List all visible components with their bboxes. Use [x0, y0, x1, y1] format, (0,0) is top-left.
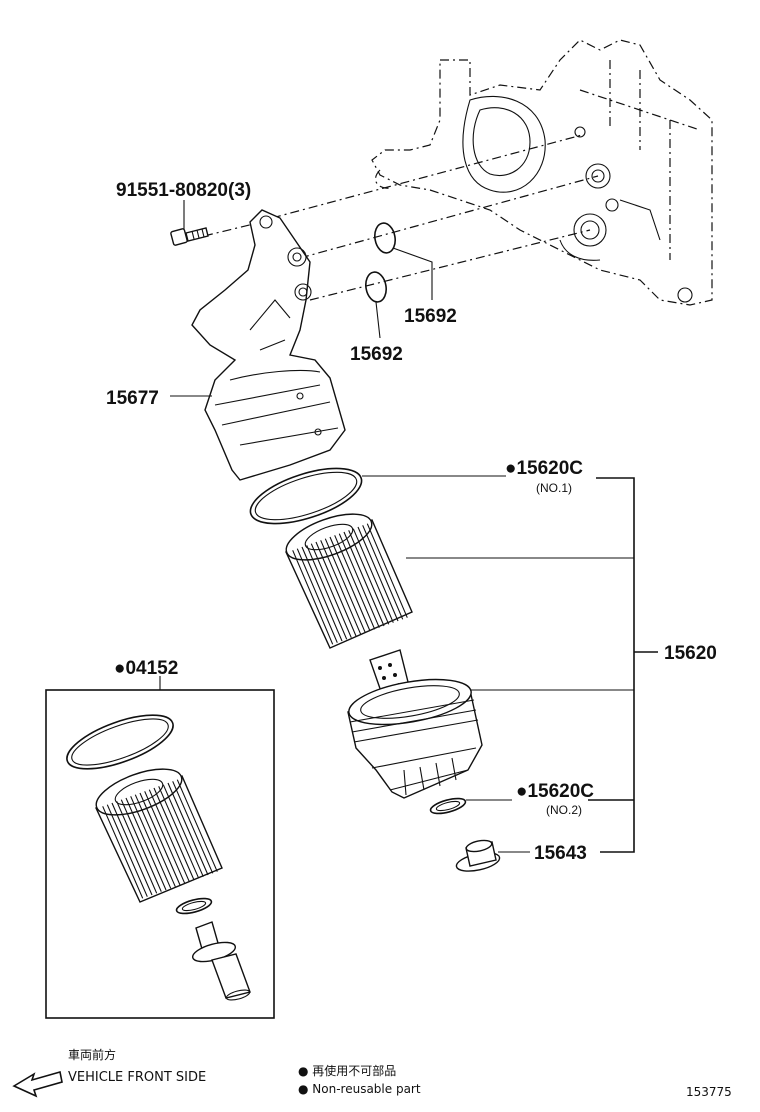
label-gasket-no2-sub: (NO.2) — [546, 803, 582, 817]
figure-id: 153775 — [686, 1085, 732, 1099]
label-gasket-no1: ●15620C — [505, 458, 583, 479]
label-element-kit: ●04152 — [114, 658, 178, 679]
gasket-no1 — [249, 467, 363, 525]
vehicle-front-arrow-icon — [12, 1070, 63, 1098]
part-labels: 91551-80820(3) 15692 15692 15677 ●15620C… — [106, 180, 717, 864]
gasket-no2 — [429, 797, 467, 815]
legend-jp: ● 再使用不可部品 — [298, 1063, 396, 1078]
leader-lines — [159, 200, 658, 853]
bolt-part — [170, 227, 209, 246]
label-oring-lower: 15692 — [350, 344, 403, 365]
label-gasket-no2: ●15620C — [516, 781, 594, 802]
label-assembly: 15620 — [664, 643, 717, 664]
label-gasket-no1-sub: (NO.1) — [536, 481, 572, 495]
drain-plug — [455, 839, 501, 872]
direction-en: VEHICLE FRONT SIDE — [68, 1070, 206, 1085]
direction-jp: 車両前方 — [68, 1047, 116, 1062]
label-drain-plug: 15643 — [534, 843, 587, 864]
engine-block-outline — [371, 39, 713, 306]
filter-bracket — [191, 209, 346, 481]
filter-element — [285, 513, 413, 649]
label-bolt: 91551-80820(3) — [116, 180, 251, 201]
o-rings — [365, 222, 396, 303]
footer: 車両前方 VEHICLE FRONT SIDE ● 再使用不可部品 ● Non-… — [12, 1047, 732, 1099]
element-kit-box — [45, 689, 275, 1019]
filter-cap — [347, 649, 483, 799]
alignment-lines — [203, 134, 599, 301]
label-bracket: 15677 — [106, 388, 159, 409]
label-oring-upper: 15692 — [404, 306, 457, 327]
legend-en: ● Non-reusable part — [298, 1082, 421, 1096]
